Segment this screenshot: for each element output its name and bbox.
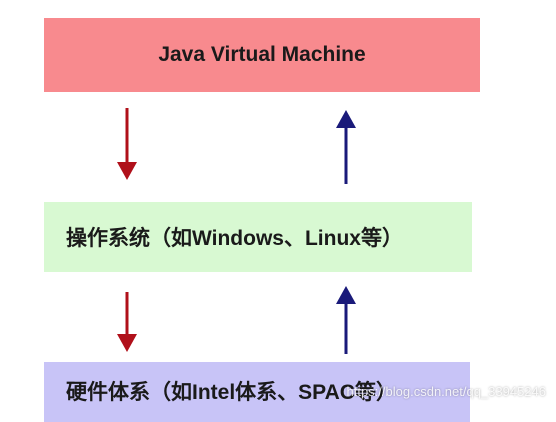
arrow-down-os-to-hardware: [117, 292, 137, 352]
watermark-text: https://blog.csdn.net/qq_33945246: [346, 384, 547, 399]
os-layer-label: 操作系统（如Windows、Linux等）: [66, 227, 403, 250]
jvm-layer-label: Java Virtual Machine: [158, 43, 366, 66]
os-layer-box: 操作系统（如Windows、Linux等）: [44, 202, 472, 272]
arrow-up-os-to-jvm: [336, 110, 356, 184]
arrow-up-hardware-to-os: [336, 286, 356, 354]
hardware-layer-box: 硬件体系（如Intel体系、SPAC等）: [44, 362, 470, 422]
hardware-layer-label: 硬件体系（如Intel体系、SPAC等）: [66, 381, 397, 404]
jvm-layer-box: Java Virtual Machine: [44, 18, 480, 92]
arrow-down-jvm-to-os: [117, 108, 137, 180]
